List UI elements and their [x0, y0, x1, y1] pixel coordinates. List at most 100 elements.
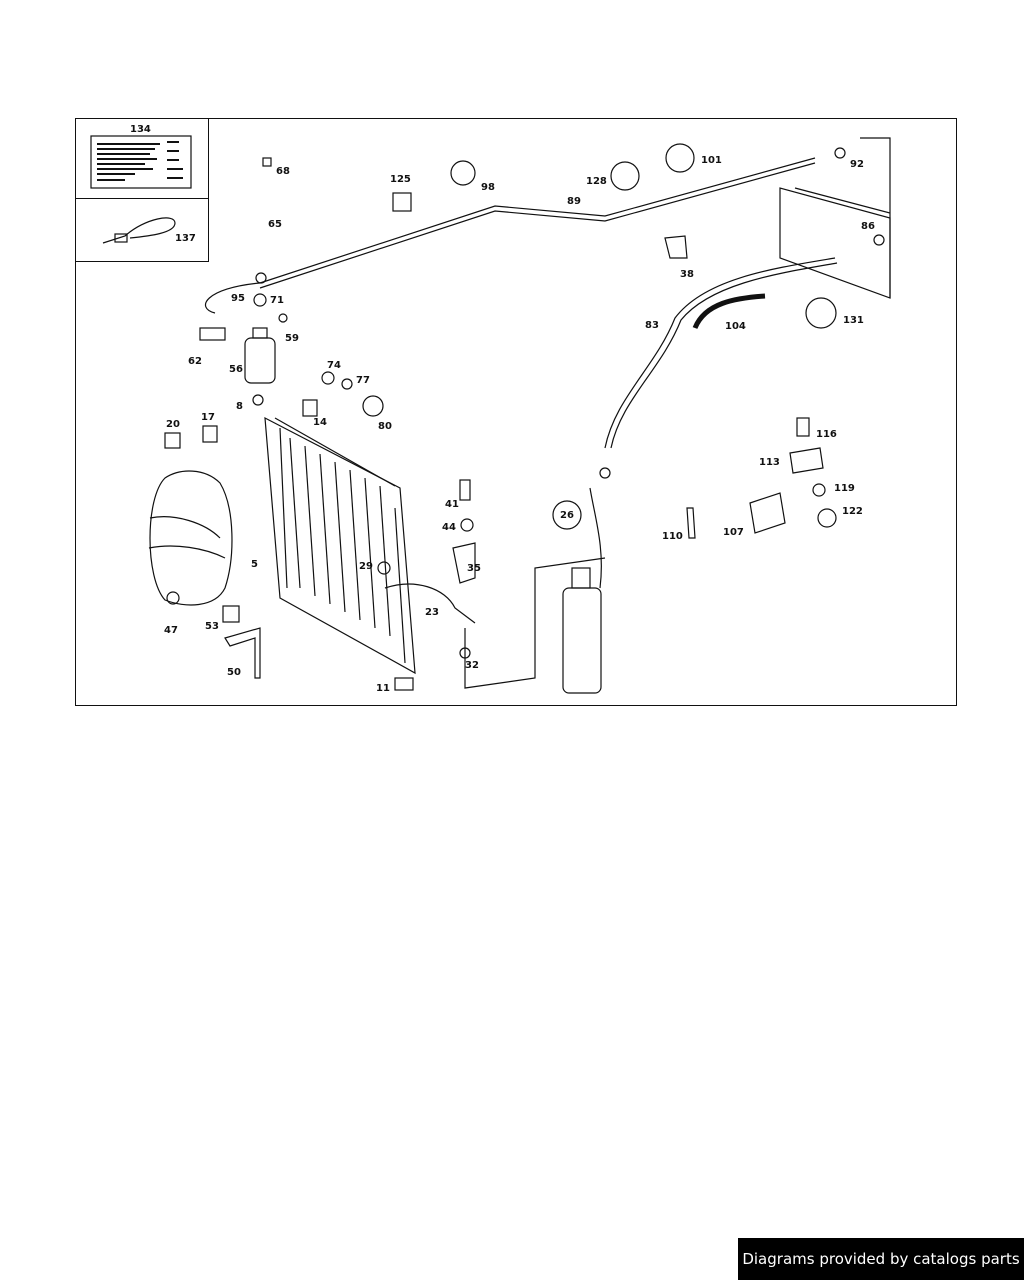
- part-116: [796, 417, 810, 437]
- label-89: 89: [567, 196, 581, 207]
- label-35: 35: [467, 563, 481, 574]
- label-17: 17: [201, 412, 215, 423]
- part-101: [665, 143, 695, 173]
- part-11: [394, 677, 414, 691]
- part-122: [817, 508, 837, 528]
- line-23: [384, 583, 476, 624]
- label-110: 110: [662, 531, 683, 542]
- label-137: 137: [175, 233, 196, 244]
- label-83: 83: [645, 320, 659, 331]
- label-62: 62: [188, 356, 202, 367]
- part-41: [459, 479, 471, 501]
- cable-tie: [102, 217, 176, 244]
- part-59: [278, 313, 288, 323]
- label-11: 11: [376, 683, 390, 694]
- part-110: [686, 507, 696, 539]
- part-47: [166, 591, 180, 605]
- label-101: 101: [701, 155, 722, 166]
- line-83-inner: [610, 262, 838, 449]
- label-41: 41: [445, 499, 459, 510]
- part-17: [202, 425, 218, 443]
- label-122: 122: [842, 506, 863, 517]
- part-77: [341, 378, 353, 390]
- label-29: 29: [359, 561, 373, 572]
- parts-diagram: 134 137 68 65 95 71 59 62 56 8 74 77 14 …: [75, 118, 957, 706]
- label-116: 116: [816, 429, 837, 440]
- footer-banner: Diagrams provided by catalogs parts: [738, 1238, 1024, 1280]
- label-68: 68: [276, 166, 290, 177]
- label-65: 65: [268, 219, 282, 230]
- condenser: [264, 416, 416, 675]
- label-74: 74: [327, 360, 341, 371]
- part-35: [452, 542, 476, 584]
- part-128: [610, 161, 640, 191]
- label-92: 92: [850, 159, 864, 170]
- label-95: 95: [231, 293, 245, 304]
- label-23: 23: [425, 607, 439, 618]
- label-47: 47: [164, 625, 178, 636]
- part-107: [749, 492, 786, 534]
- label-119: 119: [834, 483, 855, 494]
- part-131: [805, 297, 837, 329]
- part-125: [392, 192, 412, 212]
- part-53: [222, 605, 240, 623]
- label-107: 107: [723, 527, 744, 538]
- line-26-path: [464, 557, 606, 689]
- label-86-top: 86: [861, 221, 875, 232]
- part-8: [252, 394, 264, 406]
- label-32: 32: [465, 660, 479, 671]
- part-113: [789, 447, 824, 474]
- label-44: 44: [442, 522, 456, 533]
- part-86-ring: [599, 467, 611, 479]
- evaporator: [779, 137, 891, 299]
- line-89-inner: [259, 162, 816, 289]
- line-83: [604, 257, 836, 449]
- label-50: 50: [227, 667, 241, 678]
- label-59: 59: [285, 333, 299, 344]
- part-80: [362, 395, 384, 417]
- part-86: [873, 234, 885, 246]
- part-92: [834, 147, 846, 159]
- label-38: 38: [680, 269, 694, 280]
- part-38: [664, 235, 688, 259]
- fan-shroud: [148, 470, 233, 606]
- part-74: [321, 371, 335, 385]
- part-26-callout-circle: [552, 500, 582, 530]
- part-68: [262, 157, 272, 167]
- part-98: [450, 160, 476, 186]
- label-128: 128: [586, 176, 607, 187]
- label-14: 14: [313, 417, 327, 428]
- label-53: 53: [205, 621, 219, 632]
- receiver-drier: [244, 327, 276, 384]
- bracket-50: [224, 627, 261, 679]
- footer-text: Diagrams provided by catalogs parts: [742, 1250, 1020, 1268]
- part-44: [460, 518, 474, 532]
- part-14: [302, 399, 318, 417]
- hose-104: [692, 293, 766, 330]
- part-20: [164, 432, 181, 449]
- label-98: 98: [481, 182, 495, 193]
- line-89: [259, 157, 816, 284]
- part-62: [199, 327, 226, 341]
- label-104: 104: [725, 321, 746, 332]
- label-113: 113: [759, 457, 780, 468]
- diagram-svg: 134 137 68 65 95 71 59 62 56 8 74 77 14 …: [75, 118, 957, 706]
- label-26: 26: [560, 510, 574, 521]
- accumulator: [562, 567, 602, 694]
- label-134: 134: [130, 124, 151, 135]
- label-80: 80: [378, 421, 392, 432]
- part-29: [377, 561, 391, 575]
- label-8: 8: [236, 401, 243, 412]
- part-71: [253, 293, 267, 307]
- ac-label-sticker: [90, 135, 192, 189]
- label-5: 5: [251, 559, 258, 570]
- label-71: 71: [270, 295, 284, 306]
- line-89-bend: [204, 282, 261, 314]
- part-32: [459, 647, 471, 659]
- label-20: 20: [166, 419, 180, 430]
- diagram-border: [75, 118, 957, 706]
- label-77: 77: [356, 375, 370, 386]
- pipe-86: [589, 487, 602, 589]
- part-65: [255, 272, 267, 284]
- label-56: 56: [229, 364, 243, 375]
